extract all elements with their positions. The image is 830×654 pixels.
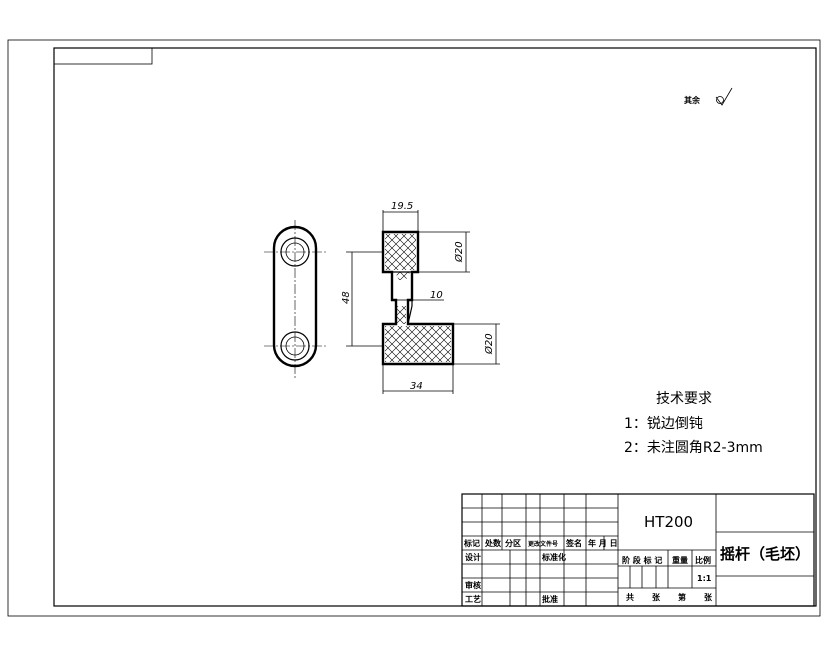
dim-top-diameter: Ø20 [453, 241, 465, 263]
inner-frame [53, 47, 817, 607]
svg-text:签名: 签名 [565, 538, 582, 548]
tech-req-title: 技术要求 [656, 391, 712, 407]
outer-border [7, 39, 821, 617]
tech-req-item-2: 2：未注圆角R2-3mm [624, 440, 763, 456]
svg-text:张: 张 [704, 593, 713, 602]
svg-text:工艺: 工艺 [465, 594, 481, 604]
svg-text:标准化: 标准化 [541, 552, 566, 562]
svg-text:处数: 处数 [484, 538, 502, 548]
svg-text:共: 共 [626, 592, 634, 602]
drawing-number-box [53, 47, 153, 65]
material-label: HT200 [644, 513, 693, 531]
dimension-lines [346, 210, 500, 394]
svg-text:批准: 批准 [542, 594, 558, 604]
dim-web-thickness: 10 [430, 290, 443, 301]
dim-bottom-diameter: Ø20 [483, 333, 495, 355]
svg-text:更改文件号: 更改文件号 [528, 540, 558, 548]
svg-text:张: 张 [652, 593, 661, 602]
svg-text:分区: 分区 [505, 538, 521, 548]
scale-value: 1:1 [697, 574, 712, 583]
svg-text:阶 段 标 记: 阶 段 标 记 [622, 555, 662, 565]
svg-text:年 月 日: 年 月 日 [588, 538, 618, 548]
section-view [381, 230, 455, 366]
side-view [264, 220, 326, 380]
revision-header: 标记 处数 分区 更改文件号 签名 年 月 日 [463, 538, 618, 548]
svg-text:标记: 标记 [463, 538, 480, 548]
dim-bottom-width: 34 [410, 381, 423, 392]
sheet-info: 共 张 第 张 [626, 592, 713, 602]
svg-text:设计: 设计 [465, 552, 481, 562]
svg-text:重量: 重量 [672, 555, 688, 565]
roughness-note: 其余 [684, 95, 701, 105]
svg-text:审核: 审核 [465, 580, 481, 590]
tech-req-item-1: 1：锐边倒钝 [624, 416, 703, 432]
roughness-symbol-icon [715, 87, 733, 106]
stage-header: 阶 段 标 记 重量 比例 [622, 555, 711, 565]
svg-text:比例: 比例 [695, 555, 711, 565]
title-block [461, 493, 815, 607]
dim-top-width: 19.5 [391, 201, 413, 212]
svg-text:第: 第 [678, 592, 686, 602]
part-name-label: 摇杆（毛坯） [720, 545, 810, 563]
dim-center-distance: 48 [341, 291, 352, 304]
row-labels: 设计 审核 工艺 标准化 批准 [465, 552, 566, 604]
